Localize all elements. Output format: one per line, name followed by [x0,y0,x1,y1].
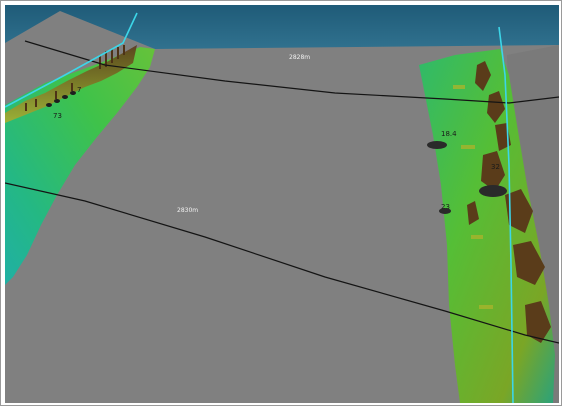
right-sounding-shadows [427,141,507,214]
sounding-label-right-b: 32 [491,163,500,171]
contour-label-mid: 2830m [177,207,198,214]
seabed-plane[interactable] [5,11,559,403]
left-ridge-texture [25,45,125,111]
sounding-label-right-a: 18.4 [441,130,457,138]
contour-label-top: 2828m [289,54,310,61]
left-seamount-pits [46,91,76,107]
3d-viewport[interactable]: 2828m 2830m 7 73 18.4 32 23 [5,5,559,403]
right-swath-relief [467,61,551,343]
vessel-tracks[interactable] [5,12,514,403]
vessel-track-left [5,12,138,108]
contour-line-mid [5,182,559,344]
contour-lines [5,40,559,344]
sounding-label-left-a: 7 [77,86,81,94]
bathymetry-scene[interactable]: 2828m 2830m 7 73 18.4 32 23 [5,5,559,403]
right-swath-highlights [453,85,493,309]
vessel-track-right [498,26,514,403]
contour-line-top [24,40,559,104]
sounding-label-left-b: 73 [53,112,62,120]
right-bathymetry-swath[interactable] [419,49,555,403]
sounding-label-right-c: 23 [441,203,450,211]
